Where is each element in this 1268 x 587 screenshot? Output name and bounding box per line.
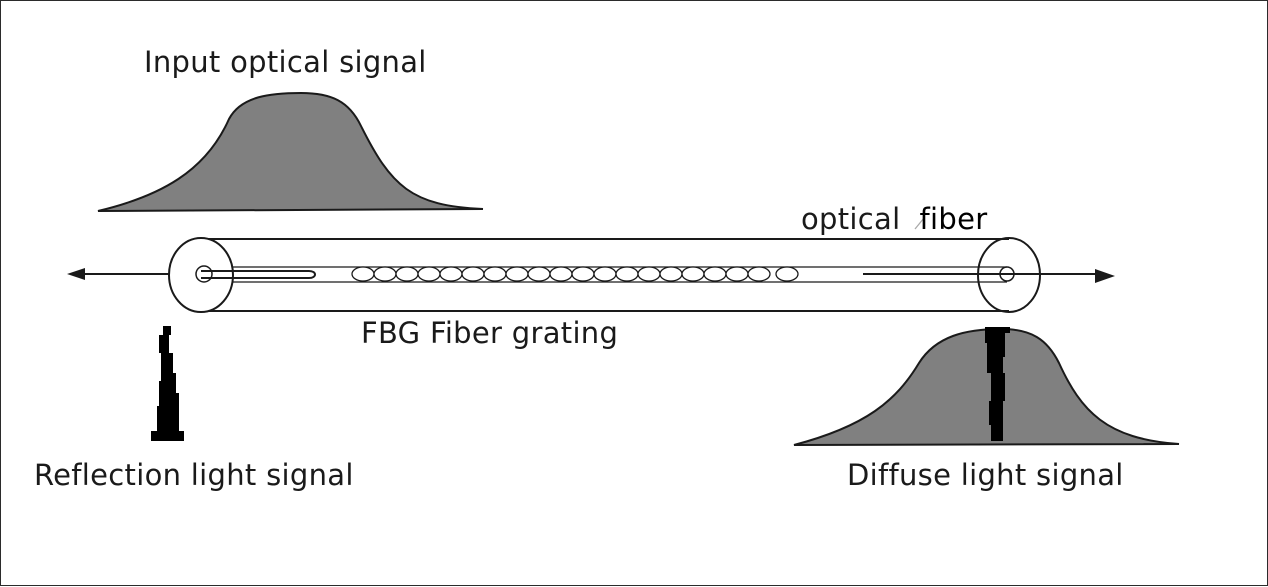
reflection-signal-label: Reflection light signal: [34, 458, 354, 492]
grating-segment: [703, 266, 727, 282]
fiber-left-core: [195, 265, 213, 283]
diffuse-signal-label: Diffuse light signal: [847, 458, 1124, 492]
grating-segment: [637, 266, 661, 282]
diffuse-signal-pulse: [793, 327, 1180, 446]
grating-segment: [659, 266, 683, 282]
fiber-label-mark: [914, 217, 925, 230]
reflection-arrow-head: [67, 268, 85, 280]
grating-segment: [417, 266, 441, 282]
grating-segment: [571, 266, 595, 282]
input-signal-pulse: [97, 91, 484, 212]
reflection-spike: [151, 326, 184, 441]
fiber-right-core: [999, 266, 1015, 282]
diffuse-notch-spike: [985, 327, 1010, 441]
grating-segment: [747, 266, 771, 282]
optical-fiber-label: optical fiber: [801, 205, 987, 234]
fiber-word: fiber: [919, 202, 988, 236]
grating-segment: [373, 266, 397, 282]
grating-segment: [527, 266, 551, 282]
fbg-label: FBG Fiber grating: [361, 316, 619, 350]
grating-segment: [483, 266, 507, 282]
fiber-right-end: [977, 237, 1041, 313]
optical-word: optical: [801, 202, 901, 236]
grating-segment: [505, 266, 529, 282]
grating-segment: [395, 266, 419, 282]
grating-segment: [351, 266, 375, 282]
reflected-light-path: [201, 270, 316, 279]
grating-segment: [461, 266, 485, 282]
transmission-arrow-head: [1095, 269, 1115, 283]
grating-segment: [725, 266, 749, 282]
grating-segment: [775, 266, 799, 282]
grating-segment: [681, 266, 705, 282]
input-signal-label: Input optical signal: [144, 45, 427, 79]
grating-segment: [439, 266, 463, 282]
fbg-grating: [351, 266, 799, 282]
grating-segment: [549, 266, 573, 282]
grating-segment: [593, 266, 617, 282]
grating-segment: [615, 266, 639, 282]
